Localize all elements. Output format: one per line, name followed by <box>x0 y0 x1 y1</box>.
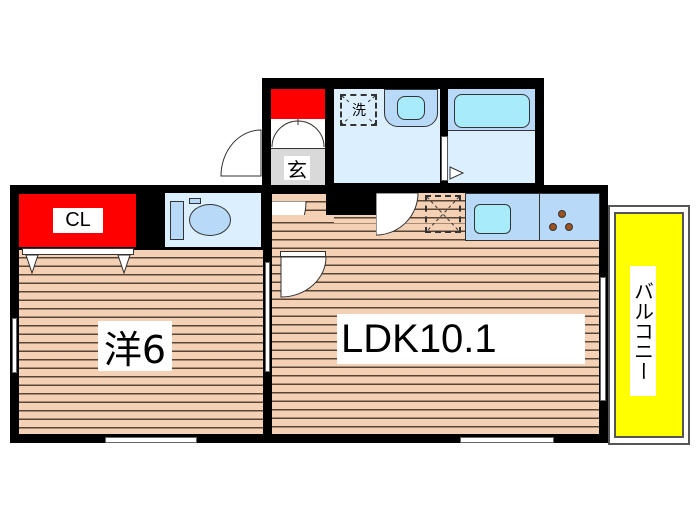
western-room-window <box>105 437 197 443</box>
western-room-floor <box>19 250 263 434</box>
washer-label: 洗 <box>350 101 368 119</box>
toilet-lid <box>189 198 201 204</box>
stove-burner-icon <box>549 223 557 231</box>
bathroom-door <box>441 136 448 181</box>
partition-sliding-door <box>265 262 270 372</box>
stove-burner-icon <box>565 223 573 231</box>
entrance-door-swing <box>220 129 262 177</box>
balcony-door <box>600 277 606 401</box>
toilet-tank <box>170 201 184 240</box>
balcony-label: バルコニー <box>630 266 656 396</box>
stove-divider <box>539 193 540 241</box>
basin-bowl <box>397 96 425 120</box>
entrance-label: 玄 <box>284 156 310 182</box>
western-room-side-window <box>12 318 17 373</box>
bathtub-basin <box>454 94 530 128</box>
closet-doors <box>271 119 325 149</box>
closet-door-marks <box>25 255 131 275</box>
western-room-label: 洋6 <box>98 321 172 372</box>
kitchen-sink <box>474 204 511 234</box>
fridge-space <box>425 195 461 233</box>
closet-label: CL <box>53 208 103 233</box>
stove-burner-icon <box>558 210 566 218</box>
wash-door-swing <box>376 193 419 236</box>
door-arrow-icon <box>449 166 465 180</box>
wash-wall-stub <box>334 185 376 215</box>
washer-space <box>340 94 377 126</box>
kitchen-wall-stub <box>376 185 540 193</box>
ldk-label: LDK10.1 <box>337 314 585 364</box>
shoe-closet <box>271 89 325 119</box>
ldk-window <box>460 437 554 443</box>
closet-rail <box>22 248 134 255</box>
toilet-bowl <box>189 204 231 236</box>
hall-door-swing <box>280 257 327 298</box>
